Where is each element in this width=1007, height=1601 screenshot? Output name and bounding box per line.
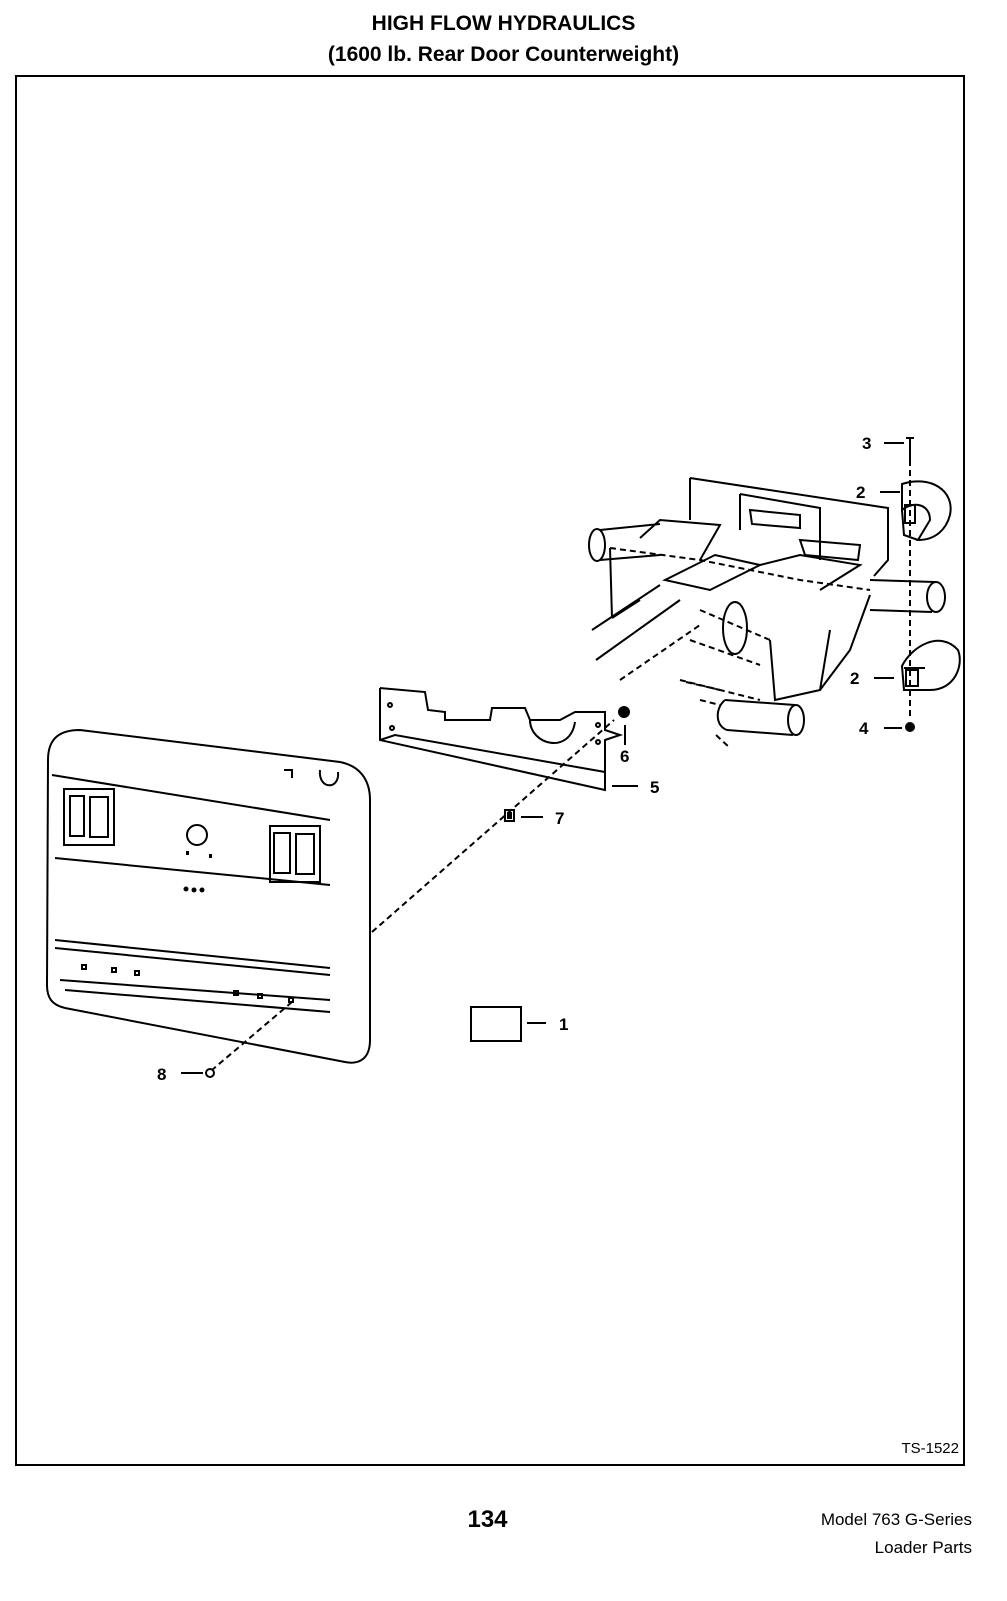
callout-2-upper: 2 (856, 483, 865, 502)
decal-part (470, 1006, 522, 1042)
page-number: 134 (467, 1506, 508, 1533)
page-subtitle: (1600 lb. Rear Door Counterweight) (327, 43, 680, 66)
callout-5: 5 (650, 778, 659, 797)
model-info: Model 763 G-Series Loader Parts (821, 1506, 972, 1562)
callout-4: 4 (859, 719, 869, 738)
callout-3: 3 (862, 434, 871, 453)
callout-6: 6 (620, 747, 629, 766)
callout-2-lower: 2 (850, 669, 859, 688)
callout-8: 8 (157, 1065, 166, 1084)
callout-1: 1 (559, 1015, 568, 1034)
callout-leaders (181, 442, 904, 1074)
figure-reference: TS-1522 (901, 1440, 959, 1457)
model-line-2: Loader Parts (874, 1538, 972, 1557)
page-title: HIGH FLOW HYDRAULICS (371, 12, 636, 35)
bracket-plate (379, 687, 630, 822)
assembly-leader-lines (211, 719, 615, 1071)
rear-door-panel (45, 728, 371, 1064)
diagram-frame (15, 75, 965, 1466)
loader-frame-assembly (588, 477, 946, 749)
bolt-8-part (205, 1068, 215, 1078)
model-line-1: Model 763 G-Series (820, 1510, 972, 1529)
counterweight-clamp-parts (900, 437, 961, 732)
callout-7: 7 (555, 809, 564, 828)
